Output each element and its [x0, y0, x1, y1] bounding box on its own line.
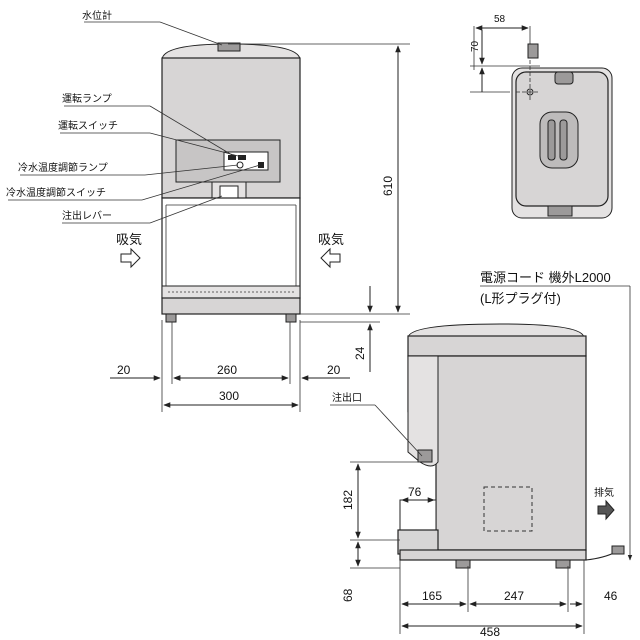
exhaust-arrow-icon: [597, 499, 615, 521]
label-intake-right: 吸気: [318, 232, 344, 247]
label-spout: 注出口: [332, 391, 362, 404]
side-dimensions: [350, 461, 585, 634]
top-knob: [554, 71, 574, 85]
label-run-lamp: 運転ランプ: [62, 93, 112, 105]
dim-front-inner: 260: [217, 363, 237, 377]
dim-front-foot: 24: [353, 346, 367, 360]
label-power-cord: 電源コード 機外L2000: [480, 270, 611, 285]
dim-front-left: 20: [117, 363, 131, 377]
label-intake-left: 吸気: [116, 232, 142, 247]
water-gauge-window: [217, 42, 241, 52]
temp-switch-icon: [258, 162, 264, 168]
front-leaders: [8, 21, 261, 224]
front-lower-body: [161, 197, 301, 299]
intake-arrow-right-icon: [320, 247, 341, 269]
run-lamp-icon: [228, 155, 236, 160]
label-temp-switch: 冷水温度調節スイッチ: [6, 186, 106, 199]
top-rear-tab: [547, 205, 573, 217]
side-base: [399, 549, 587, 561]
run-switch-icon: [238, 155, 246, 160]
front-dimensions: [110, 43, 410, 412]
dim-side-middle: 247: [504, 589, 524, 603]
side-spout-icon: [417, 449, 433, 463]
rear-panel-outline: [483, 486, 533, 532]
dim-side-front: 165: [422, 589, 442, 603]
dim-side-rear: 46: [604, 589, 618, 603]
dim-side-base: 68: [341, 588, 355, 602]
label-temp-lamp: 冷水温度調節ランプ: [18, 161, 108, 174]
front-base: [161, 297, 301, 315]
top-view: [470, 25, 613, 219]
dim-front-height: 610: [381, 176, 395, 196]
dim-side-spout-depth: 76: [408, 485, 422, 499]
dim-front-total: 300: [219, 389, 239, 403]
right-foot: [285, 313, 297, 323]
side-lid: [407, 323, 585, 339]
side-view: [330, 285, 633, 569]
dim-top-y: 70: [470, 40, 481, 52]
top-handle: [539, 111, 579, 169]
dim-front-right: 20: [327, 363, 341, 377]
label-water-gauge: 水位計: [82, 9, 112, 22]
dim-top-x: 58: [494, 14, 506, 25]
dim-side-total: 458: [480, 625, 500, 639]
plug-icon: [611, 545, 625, 555]
label-exhaust: 排気: [594, 486, 614, 499]
front-view: [120, 42, 341, 323]
left-foot: [165, 313, 177, 323]
label-plug: (L形プラグ付): [480, 291, 561, 306]
label-lever: 注出レバー: [62, 209, 112, 222]
dim-side-spout-height: 182: [341, 490, 355, 510]
intake-arrow-left-icon: [120, 247, 141, 269]
label-run-switch: 運転スイッチ: [58, 120, 118, 132]
drip-tray: [161, 285, 301, 299]
